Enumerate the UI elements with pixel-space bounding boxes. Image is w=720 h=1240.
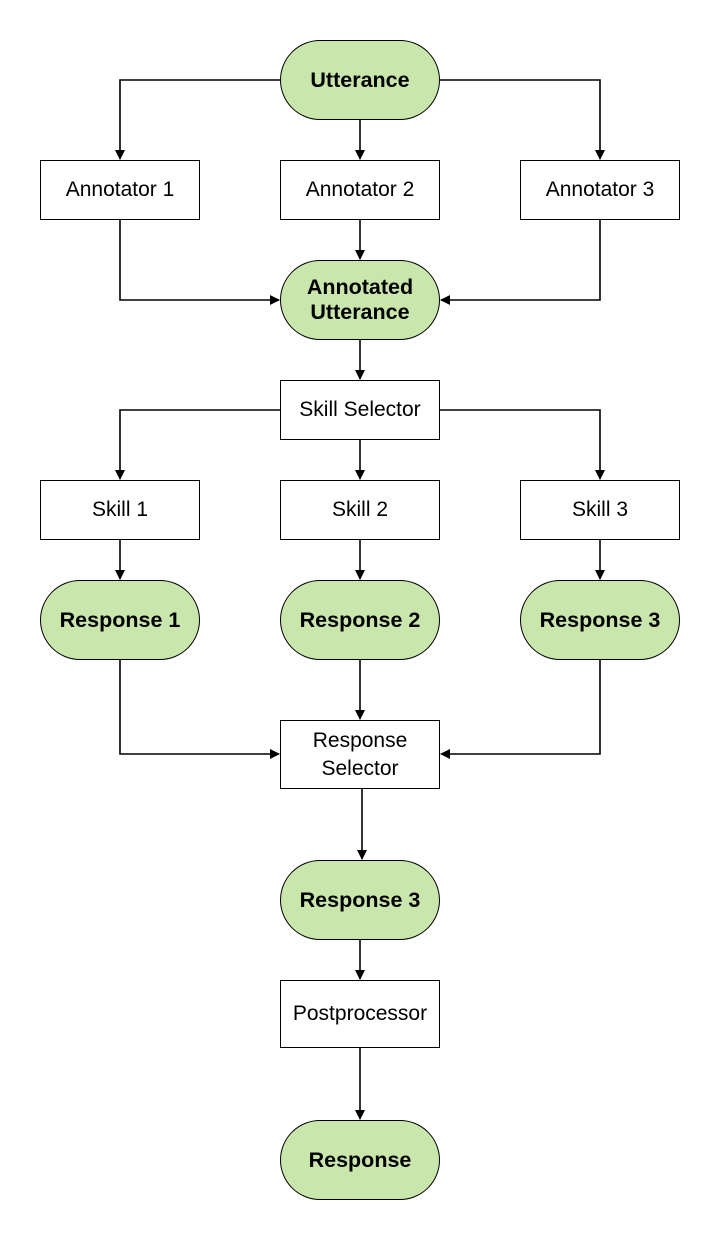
skill-selector-node: Skill Selector [280,380,440,440]
response-2-label: Response 2 [299,607,421,632]
selected-response-label: Response 3 [299,887,421,912]
annotator-1-label: Annotator 1 [65,178,175,202]
response-selector-node: Response Selector [280,720,440,789]
edge-annotator-1-to-annotated-utterance [119,220,280,305]
edge-annotator-3-to-annotated-utterance [440,220,601,305]
postprocessor-label: Postprocessor [292,1002,428,1026]
final-response-label: Response [308,1147,412,1172]
edge-utterance-to-annotator-1 [115,79,280,160]
annotator-2-label: Annotator 2 [305,178,415,202]
response-selector-label: Response Selector [312,729,408,780]
annotated-utterance-label: Annotated Utterance [306,275,414,324]
selected-response-node: Response 3 [280,860,440,940]
edge-response-1-to-response-selector [119,660,280,759]
utterance-node: Utterance [280,40,440,120]
final-response-node: Response [280,1120,440,1200]
edge-skill-selector-to-skill-1 [115,409,280,480]
utterance-label: Utterance [310,67,410,92]
edge-response-3-to-response-selector [440,660,601,759]
skill-2-label: Skill 2 [331,498,389,522]
edge-utterance-to-annotator-3 [440,79,605,160]
response-3-node: Response 3 [520,580,680,660]
skill-1-node: Skill 1 [40,480,200,540]
response-3-label: Response 3 [539,607,661,632]
annotator-1-node: Annotator 1 [40,160,200,220]
edge-skill-selector-to-skill-3 [440,409,605,480]
skill-2-node: Skill 2 [280,480,440,540]
skill-3-label: Skill 3 [571,498,629,522]
annotator-3-node: Annotator 3 [520,160,680,220]
annotator-2-node: Annotator 2 [280,160,440,220]
response-1-label: Response 1 [59,607,181,632]
response-1-node: Response 1 [40,580,200,660]
postprocessor-node: Postprocessor [280,980,440,1048]
skill-3-node: Skill 3 [520,480,680,540]
annotator-3-label: Annotator 3 [545,178,655,202]
skill-selector-label: Skill Selector [299,398,421,422]
response-2-node: Response 2 [280,580,440,660]
skill-1-label: Skill 1 [91,498,149,522]
annotated-utterance-node: Annotated Utterance [280,260,440,340]
